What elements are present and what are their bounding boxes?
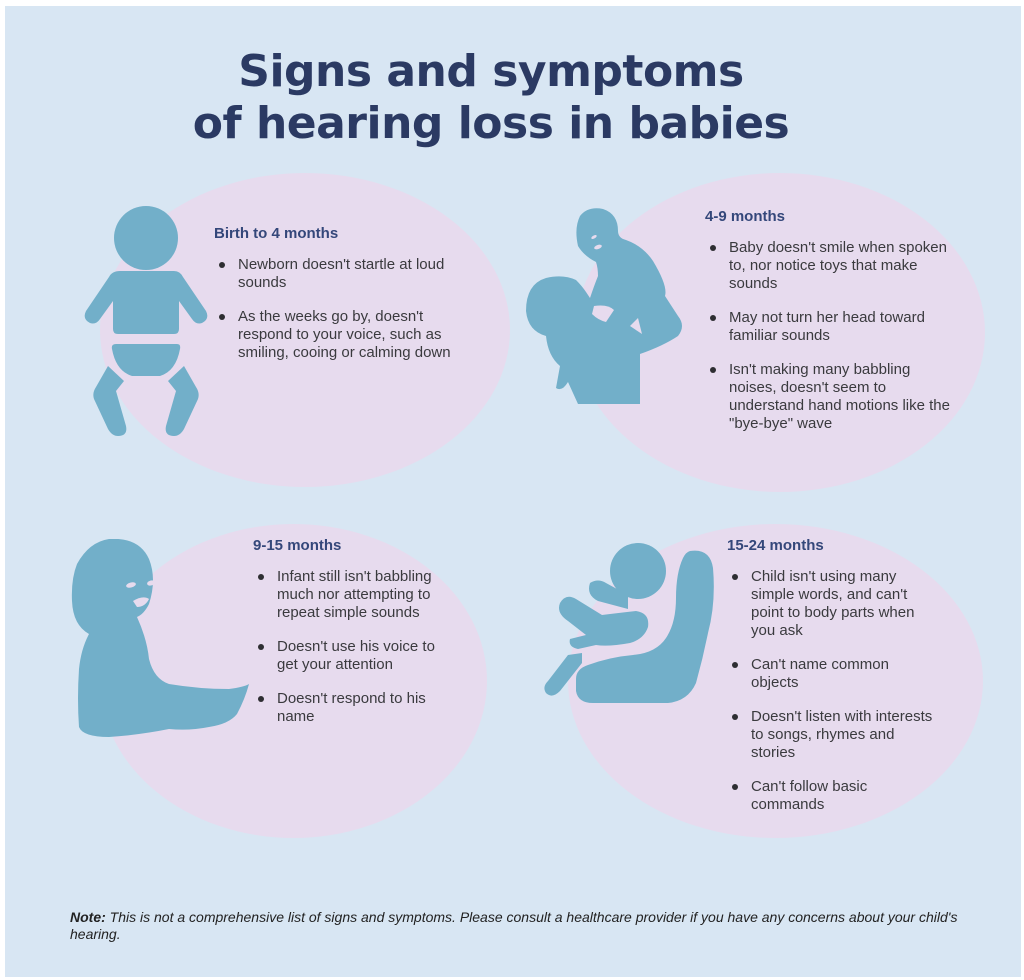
bullet-icon	[732, 574, 738, 580]
section-4-9-months: 4-9 months Baby doesn't smile when spoke…	[705, 208, 957, 449]
section-9-15-months: 9-15 months Infant still isn't babbling …	[253, 537, 443, 742]
list-item: Doesn't listen with interests to songs, …	[727, 708, 937, 762]
footer-note: Note: This is not a comprehensive list o…	[70, 909, 970, 943]
page-title: Signs and symptoms of hearing loss in ba…	[5, 46, 977, 150]
list-item: As the weeks go by, doesn't respond to y…	[214, 308, 464, 362]
section-birth-to-4-months: Birth to 4 months Newborn doesn't startl…	[214, 225, 464, 378]
list-item: May not turn her head toward familiar so…	[705, 309, 957, 345]
sitting-infant-icon	[71, 539, 249, 737]
note-label: Note:	[70, 909, 106, 925]
bullet-icon	[710, 315, 716, 321]
symptom-list: Newborn doesn't startle at loud sounds A…	[214, 256, 464, 362]
list-item: Newborn doesn't startle at loud sounds	[214, 256, 464, 292]
symptom-list: Baby doesn't smile when spoken to, nor n…	[705, 239, 957, 433]
list-item: Can't follow basic commands	[727, 778, 937, 814]
section-heading: 4-9 months	[705, 208, 786, 225]
parent-lifting-baby-icon	[526, 208, 682, 404]
title-line-1: Signs and symptoms	[238, 46, 744, 97]
list-item: Doesn't use his voice to get your attent…	[253, 638, 443, 674]
section-heading: 15-24 months	[727, 537, 824, 554]
note-text: This is not a comprehensive list of sign…	[70, 909, 958, 942]
bullet-icon	[258, 644, 264, 650]
list-item: Infant still isn't babbling much nor att…	[253, 568, 443, 622]
bullet-icon	[258, 696, 264, 702]
section-heading: 9-15 months	[253, 537, 342, 554]
symptom-list: Infant still isn't babbling much nor att…	[253, 568, 443, 726]
child-in-car-seat-icon	[544, 543, 714, 703]
bullet-icon	[732, 714, 738, 720]
symptom-list: Child isn't using many simple words, and…	[727, 568, 937, 814]
bullet-icon	[732, 784, 738, 790]
list-item: Doesn't respond to his name	[253, 690, 443, 726]
bullet-icon	[732, 662, 738, 668]
infographic-card: Signs and symptoms of hearing loss in ba…	[5, 6, 1021, 977]
bullet-icon	[710, 367, 716, 373]
bullet-icon	[710, 245, 716, 251]
baby-icon	[84, 206, 208, 436]
section-15-24-months: 15-24 months Child isn't using many simp…	[727, 537, 937, 830]
bullet-icon	[258, 574, 264, 580]
list-item: Baby doesn't smile when spoken to, nor n…	[705, 239, 957, 293]
bullet-icon	[219, 262, 225, 268]
title-line-2: of hearing loss in babies	[192, 98, 790, 149]
section-heading: Birth to 4 months	[214, 225, 339, 242]
list-item: Can't name common objects	[727, 656, 937, 692]
ellipse-9-15	[100, 524, 487, 838]
list-item: Child isn't using many simple words, and…	[727, 568, 937, 640]
bullet-icon	[219, 314, 225, 320]
list-item: Isn't making many babbling noises, doesn…	[705, 361, 957, 433]
